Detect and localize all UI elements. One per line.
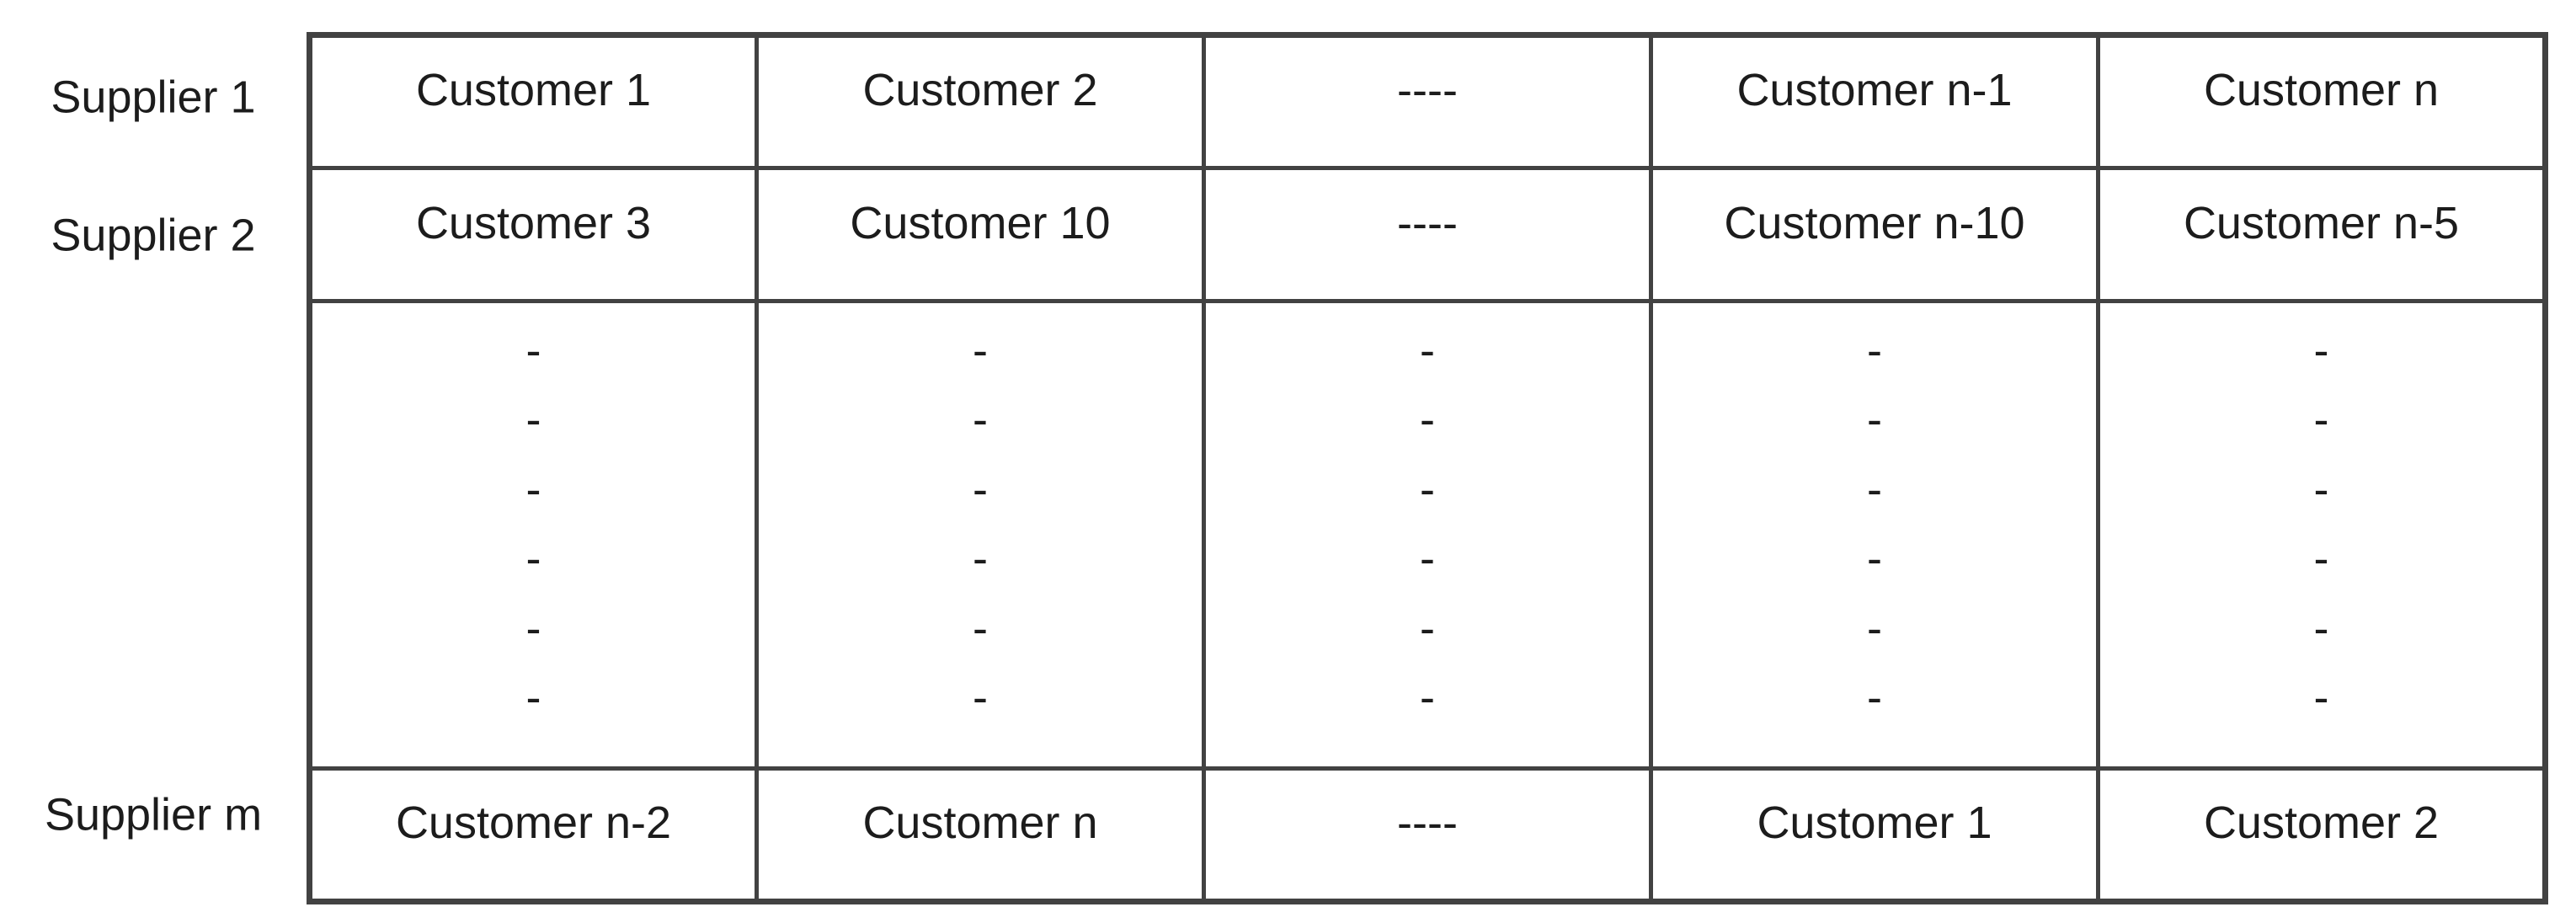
ellipsis-dash: - (525, 394, 541, 445)
ellipsis-dash: - (2313, 533, 2329, 584)
vertical-ellipsis: - - - - - - (1656, 306, 2093, 745)
table-row-supplier-m: Customer n-2 Customer n ---- Customer 1 … (307, 766, 2547, 904)
customer-cell: Customer 1 (1649, 766, 2100, 904)
customer-cell: Customer n-10 (1649, 166, 2100, 303)
horizontal-ellipsis-cell: ---- (1202, 166, 1653, 303)
ellipsis-dash: - (1867, 324, 1882, 376)
vertical-ellipsis-cell: - - - - - - (307, 299, 759, 771)
customer-cell: Customer n-1 (1649, 33, 2100, 170)
customer-cell: Customer 1 (307, 33, 759, 170)
customer-cell: Customer 3 (307, 166, 759, 303)
ellipsis-dash: - (2313, 394, 2329, 445)
vertical-ellipsis-cell: - - - - - - (2096, 299, 2547, 771)
ellipsis-dash: - (973, 672, 988, 723)
vertical-ellipsis: - - - - - - (762, 306, 1198, 745)
vertical-ellipsis-cell: - - - - - - (755, 299, 1206, 771)
ellipsis-dash: - (2313, 602, 2329, 654)
row-label-supplier-m: Supplier m (44, 789, 263, 840)
ellipsis-dash: - (2313, 324, 2329, 376)
ellipsis-dash: - (525, 324, 541, 376)
ellipsis-dash: - (973, 533, 988, 584)
ellipsis-dash: - (1867, 463, 1882, 515)
ellipsis-dash: - (525, 533, 541, 584)
table-row-ellipsis: - - - - - - - - - - - - (307, 299, 2547, 771)
ellipsis-dash: - (1420, 463, 1435, 515)
ellipsis-dash: - (525, 672, 541, 723)
ellipsis-dash: - (973, 602, 988, 654)
vertical-ellipsis: - - - - - - (2104, 306, 2539, 745)
table-row-supplier-2: Customer 3 Customer 10 ---- Customer n-1… (307, 166, 2547, 303)
row-label-supplier-1: Supplier 1 (51, 72, 256, 123)
ellipsis-dash: - (1420, 533, 1435, 584)
ellipsis-dash: - (525, 602, 541, 654)
ellipsis-dash: - (973, 394, 988, 445)
row-label-supplier-2: Supplier 2 (51, 210, 256, 261)
ellipsis-dash: - (1867, 672, 1882, 723)
ellipsis-dash: - (973, 463, 988, 515)
customer-cell: Customer n (2096, 33, 2547, 170)
ellipsis-dash: - (1867, 394, 1882, 445)
ellipsis-dash: - (2313, 672, 2329, 723)
ellipsis-dash: - (973, 324, 988, 376)
vertical-ellipsis: - - - - - - (1209, 306, 1645, 745)
ellipsis-dash: - (1867, 533, 1882, 584)
customer-cell: Customer 2 (2096, 766, 2547, 904)
ellipsis-dash: - (1420, 672, 1435, 723)
horizontal-ellipsis-cell: ---- (1202, 766, 1653, 904)
ellipsis-dash: - (1420, 602, 1435, 654)
table-row-supplier-1: Customer 1 Customer 2 ---- Customer n-1 … (307, 33, 2547, 170)
vertical-ellipsis-cell: - - - - - - (1202, 299, 1653, 771)
customer-cell: Customer n-2 (307, 766, 759, 904)
customer-cell: Customer 2 (755, 33, 1206, 170)
ellipsis-dash: - (525, 463, 541, 515)
assignment-matrix-table: Customer 1 Customer 2 ---- Customer n-1 … (307, 32, 2548, 904)
vertical-ellipsis-cell: - - - - - - (1649, 299, 2100, 771)
customer-cell: Customer n-5 (2096, 166, 2547, 303)
ellipsis-dash: - (1420, 324, 1435, 376)
ellipsis-dash: - (1420, 394, 1435, 445)
customer-cell: Customer n (755, 766, 1206, 904)
customer-cell: Customer 10 (755, 166, 1206, 303)
vertical-ellipsis: - - - - - - (316, 306, 751, 745)
ellipsis-dash: - (2313, 463, 2329, 515)
horizontal-ellipsis-cell: ---- (1202, 33, 1653, 170)
ellipsis-dash: - (1867, 602, 1882, 654)
